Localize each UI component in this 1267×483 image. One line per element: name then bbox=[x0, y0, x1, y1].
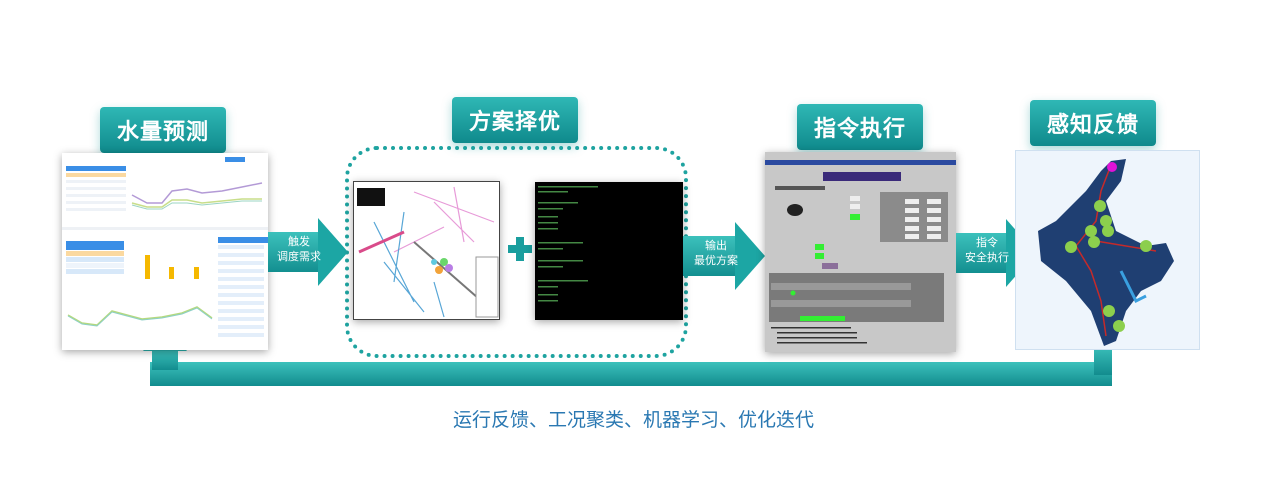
arrow-text-line2: 调度需求 bbox=[277, 250, 321, 263]
feedback-loop-up-shaft bbox=[152, 350, 178, 370]
terminal-output-screenshot bbox=[535, 182, 683, 320]
pipe-network-map-screenshot bbox=[353, 181, 500, 320]
arrow-text-line2: 安全执行 bbox=[965, 251, 1009, 264]
stage-label-water-forecast: 水量预测 bbox=[100, 107, 226, 153]
arrow-text-line2: 最优方案 bbox=[694, 254, 738, 267]
arrow-text-line1: 输出 bbox=[705, 239, 727, 252]
arrow-text-line1: 指令 bbox=[976, 236, 998, 249]
feedback-caption: 运行反馈、工况聚类、机器学习、优化迭代 bbox=[452, 409, 814, 431]
plus-icon-vertical bbox=[516, 237, 524, 261]
water-forecast-screenshot bbox=[62, 153, 268, 350]
region-map-image bbox=[1038, 159, 1174, 346]
forecast-dashboard-image bbox=[62, 157, 268, 337]
command-control-screenshot bbox=[765, 152, 956, 352]
stage-label-command-execution: 指令执行 bbox=[797, 104, 923, 150]
perception-map-panel bbox=[1015, 150, 1200, 350]
arrow-text-line1: 触发 bbox=[288, 235, 310, 248]
stage-label-perception-feedback: 感知反馈 bbox=[1030, 100, 1156, 146]
control-panel-image bbox=[765, 160, 956, 344]
terminal-log-image bbox=[538, 186, 598, 302]
arrow-output-optimal-plan: 输出最优方案 bbox=[683, 222, 767, 290]
feedback-loop-riser bbox=[1094, 345, 1112, 375]
pipe-network-map-image bbox=[357, 186, 499, 318]
arrow-trigger-demand: 触发调度需求 bbox=[268, 218, 348, 286]
stage-label-plan-selection: 方案择优 bbox=[452, 97, 578, 143]
feedback-loop-bar bbox=[150, 362, 1112, 386]
